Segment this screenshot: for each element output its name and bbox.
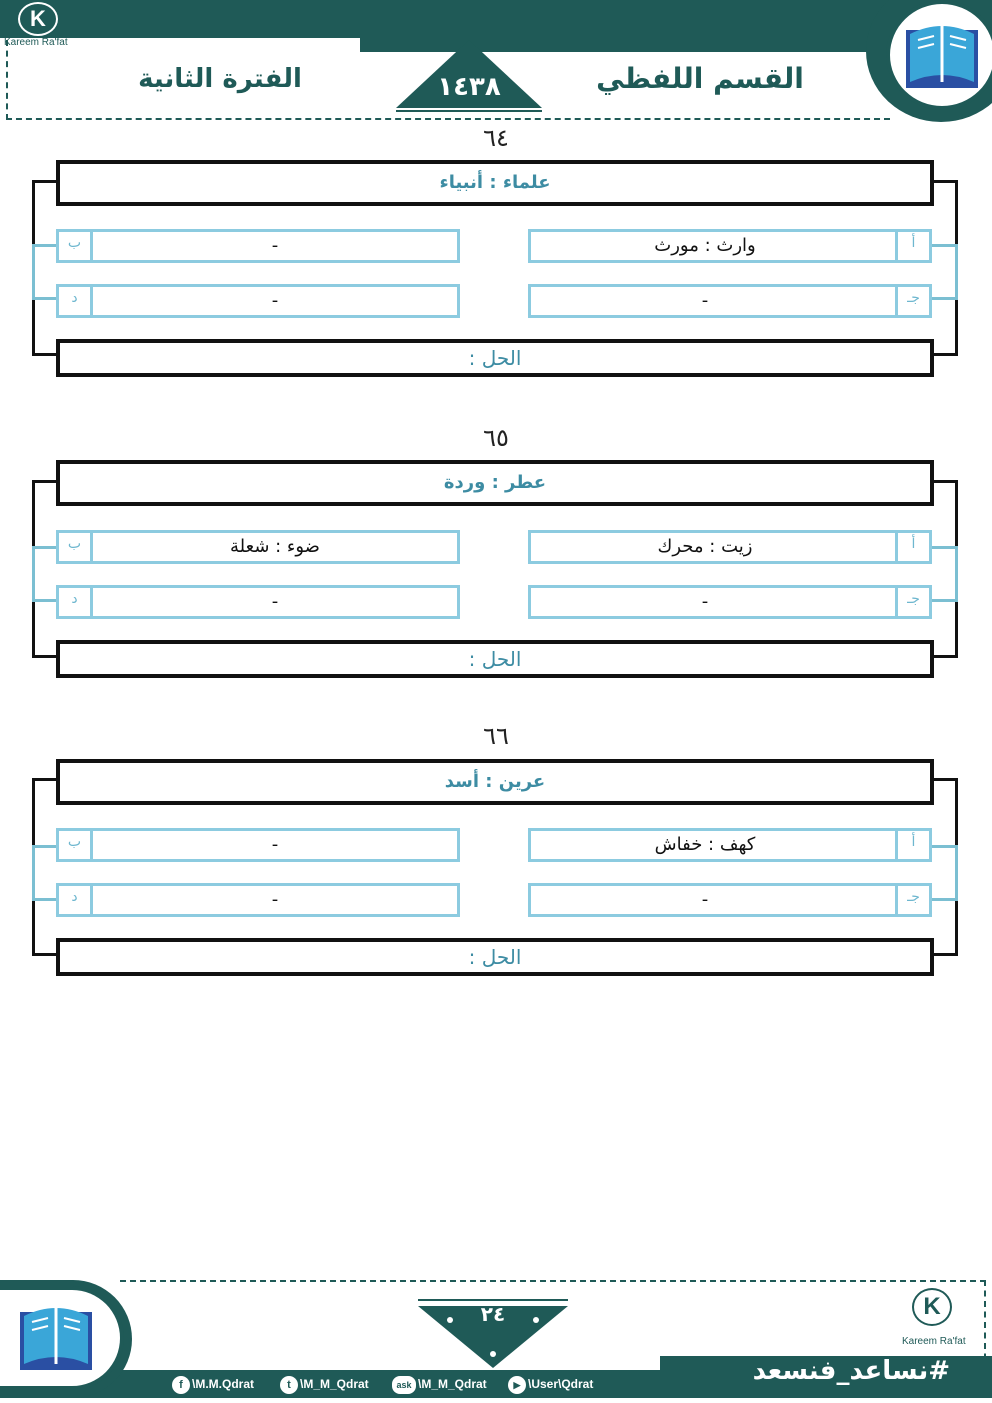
choice-c[interactable]: - جـ — [528, 883, 932, 917]
choice-text: زيت : محرك — [657, 536, 753, 557]
choice-letter: ب — [59, 533, 93, 561]
choice-text: - — [701, 889, 709, 910]
choice-letter: أ — [895, 831, 929, 859]
solution-field[interactable]: الحل : — [56, 339, 934, 377]
solution-field[interactable]: الحل : — [56, 640, 934, 678]
choice-letter: أ — [895, 533, 929, 561]
choice-d[interactable]: د - — [56, 883, 460, 917]
choice-a[interactable]: وارث : مورث أ — [528, 229, 932, 263]
choice-d[interactable]: د - — [56, 284, 460, 318]
question-stem: عرين : أسد — [56, 759, 934, 805]
social-label: \M_M_Qdrat — [418, 1377, 487, 1391]
choice-a[interactable]: زيت : محرك أ — [528, 530, 932, 564]
choices-bracket — [32, 546, 58, 602]
kareem-logo-icon: K — [18, 2, 58, 36]
choice-text: - — [271, 834, 279, 855]
choice-text: ضوء : شعلة — [230, 536, 320, 557]
choice-text: كهف : خفاش — [654, 834, 756, 855]
choice-text: - — [271, 591, 279, 612]
choices-bracket — [32, 244, 58, 300]
social-label: \M.M.Qdrat — [192, 1377, 254, 1391]
footer-band-step — [660, 1356, 992, 1372]
choice-text: - — [271, 290, 279, 311]
choice-c[interactable]: - جـ — [528, 585, 932, 619]
askfm-icon: ask — [392, 1375, 416, 1394]
page-header: K Kareem Ra'fat ١٤٣٨ القسم اللفظي الفترة… — [0, 0, 992, 124]
choice-letter: ب — [59, 831, 93, 859]
choice-b[interactable]: ب ضوء : شعلة — [56, 530, 460, 564]
question-number: ٦٥ — [483, 424, 509, 452]
book-logo-icon — [20, 1308, 92, 1370]
choice-letter: أ — [895, 232, 929, 260]
social-label: \User\Qdrat — [528, 1377, 594, 1391]
twitter-icon: t — [280, 1375, 298, 1394]
choice-b[interactable]: ب - — [56, 828, 460, 862]
hashtag-text: #نساعد_فنسعد — [752, 1356, 950, 1386]
choice-a[interactable]: كهف : خفاش أ — [528, 828, 932, 862]
footer-dashed-frame — [120, 1280, 986, 1370]
choice-text: - — [271, 889, 279, 910]
header-dashed-frame — [6, 40, 890, 120]
choices-bracket — [32, 845, 58, 901]
choice-letter: د — [59, 886, 93, 914]
social-askfm[interactable]: ask\M_M_Qdrat — [392, 1374, 487, 1394]
question-stem: عطر : وردة — [56, 460, 934, 506]
social-youtube[interactable]: ▶\User\Qdrat — [508, 1374, 593, 1394]
choice-text: - — [271, 235, 279, 256]
choice-b[interactable]: ب - — [56, 229, 460, 263]
question-number: ٦٦ — [483, 722, 509, 750]
subject-title: القسم اللفظي — [596, 62, 804, 95]
choice-letter: د — [59, 588, 93, 616]
choice-text: - — [701, 290, 709, 311]
choice-letter: ب — [59, 232, 93, 260]
social-label: \M_M_Qdrat — [300, 1377, 369, 1391]
choice-letter: جـ — [895, 588, 929, 616]
page-number: ٢٤ — [480, 1302, 506, 1326]
choices-bracket — [932, 244, 958, 300]
book-logo-icon — [906, 26, 978, 88]
choices-bracket — [932, 546, 958, 602]
footer-band — [0, 1370, 992, 1398]
year-triangle-shape — [396, 40, 542, 112]
period-title: الفترة الثانية — [138, 64, 302, 94]
page-footer: ٢٤ K Kareem Ra'fat #نساعد_فنسعد f\M.M.Qd… — [0, 1278, 992, 1403]
choice-c[interactable]: - جـ — [528, 284, 932, 318]
youtube-icon: ▶ — [508, 1375, 526, 1394]
question-number: ٦٤ — [483, 124, 509, 152]
choice-d[interactable]: د - — [56, 585, 460, 619]
header-band-step — [360, 38, 900, 52]
kareem-logo-name: Kareem Ra'fat — [902, 1336, 966, 1347]
social-facebook[interactable]: f\M.M.Qdrat — [172, 1374, 254, 1394]
choice-text: - — [701, 591, 709, 612]
choice-letter: جـ — [895, 886, 929, 914]
kareem-logo-name: Kareem Ra'fat — [4, 37, 68, 48]
kareem-logo-icon: K — [912, 1288, 952, 1326]
year-label: ١٤٣٨ — [437, 72, 501, 102]
question-stem: علماء : أنبياء — [56, 160, 934, 206]
solution-field[interactable]: الحل : — [56, 938, 934, 976]
choice-letter: د — [59, 287, 93, 315]
choice-letter: جـ — [895, 287, 929, 315]
social-twitter[interactable]: t\M_M_Qdrat — [280, 1374, 369, 1394]
choice-text: وارث : مورث — [654, 235, 756, 256]
facebook-icon: f — [172, 1375, 190, 1394]
page-number-triangle-shape — [418, 1299, 568, 1368]
choices-bracket — [932, 845, 958, 901]
header-band — [0, 0, 900, 38]
